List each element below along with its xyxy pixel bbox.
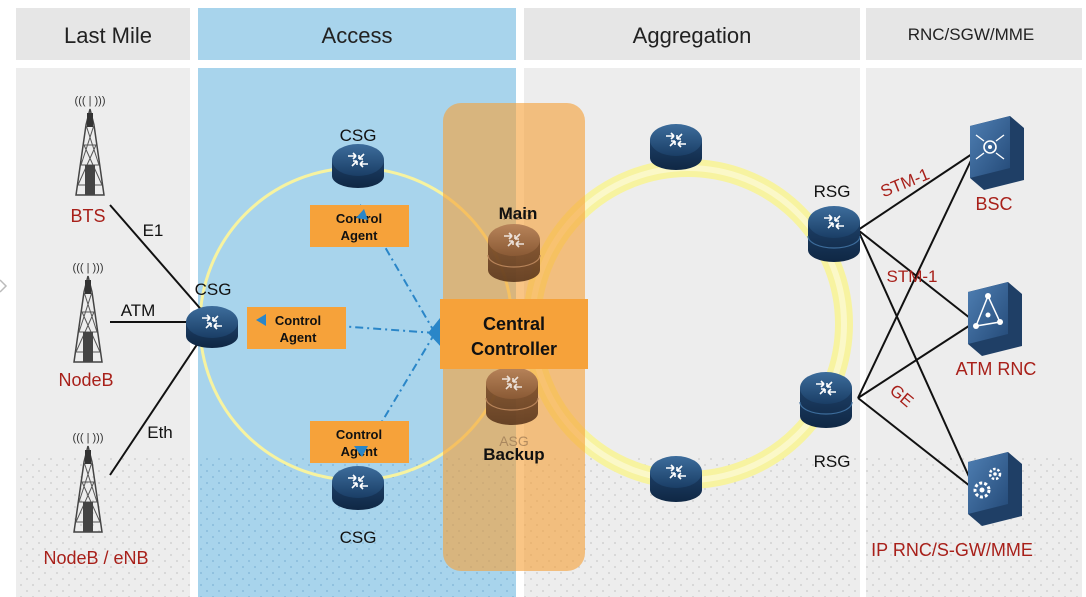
router-label-csg-bottom: CSG: [340, 528, 377, 547]
wave-icon: ((( | ))): [73, 262, 104, 274]
bsc-device[interactable]: [970, 116, 1024, 190]
control-arrowheads: [256, 209, 368, 457]
router-label-csg-top: CSG: [340, 126, 377, 145]
central-controller-label-2: Controller: [471, 339, 557, 359]
tower-nodeb-enb: ((( | ))): [73, 432, 104, 533]
router-label-csg-left: CSG: [195, 280, 232, 299]
controller-main-label: Main: [499, 204, 538, 223]
tower-label-bts: BTS: [70, 206, 105, 226]
chevron-right-icon: [0, 279, 8, 293]
link-label-atm: ATM: [121, 301, 156, 320]
control-agent-left-line2: Agent: [280, 330, 318, 345]
router-label-asg-top: ASG: [503, 207, 533, 223]
zone-lastmile-header: [16, 8, 190, 60]
router-agg-bottom[interactable]: [650, 456, 702, 502]
link-label-eth: Eth: [147, 423, 173, 442]
router-csg-top[interactable]: [332, 144, 384, 188]
tower-bts: ((( | ))): [75, 95, 106, 196]
zone-label-access: Access: [322, 23, 393, 48]
router-asg-main[interactable]: [487, 224, 541, 282]
ip-rnc-device[interactable]: [968, 452, 1022, 526]
router-rsg-top[interactable]: [807, 206, 861, 262]
zone-label-rnc: RNC/SGW/MME: [908, 25, 1035, 44]
atm-rnc-device[interactable]: [968, 282, 1022, 356]
device-label-bsc: BSC: [975, 194, 1012, 214]
tower-nodeb: ((( | ))): [73, 262, 104, 363]
controller-emitter: [428, 318, 442, 348]
router-label-asg-bottom: ASG: [499, 433, 529, 449]
router-label-rsg-bottom: RSG: [814, 452, 851, 471]
device-label-atm-rnc: ATM RNC: [956, 359, 1037, 379]
control-agent-bottom-line1: Control: [336, 427, 382, 442]
router-agg-top[interactable]: [650, 124, 702, 170]
link-label-e1: E1: [143, 221, 164, 240]
control-agent-left-line1: Control: [275, 313, 321, 328]
zone-label-aggregation: Aggregation: [633, 23, 752, 48]
router-csg-left[interactable]: [186, 306, 238, 348]
tower-label-nodeb-enb: NodeB / eNB: [43, 548, 148, 568]
router-asg-backup[interactable]: [485, 367, 539, 425]
zone-label-lastmile: Last Mile: [64, 23, 152, 48]
central-controller-box[interactable]: [440, 299, 588, 369]
zone-access-header: [198, 8, 516, 60]
control-agent-top[interactable]: [310, 205, 409, 247]
wave-icon: ((( | ))): [73, 432, 104, 444]
wave-icon: ((( | ))): [75, 95, 106, 107]
link-label-stm1-mid: STM-1: [887, 267, 938, 286]
router-label-rsg-top: RSG: [814, 182, 851, 201]
router-csg-bottom[interactable]: [332, 466, 384, 510]
control-agent-bottom[interactable]: [310, 421, 409, 463]
controller-backup-label: Backup: [483, 445, 544, 464]
rnc-links: [857, 151, 976, 491]
control-agent-left[interactable]: [247, 307, 346, 349]
central-controller-label-1: Central: [483, 314, 545, 334]
control-agent-top-line2: Agent: [341, 228, 379, 243]
tower-label-nodeb: NodeB: [58, 370, 113, 390]
zone-rnc-header: [866, 8, 1082, 60]
zone-aggregation-header: [524, 8, 860, 60]
device-label-ip-rnc: IP RNC/S-GW/MME: [871, 540, 1033, 560]
router-rsg-bottom[interactable]: [799, 372, 853, 428]
